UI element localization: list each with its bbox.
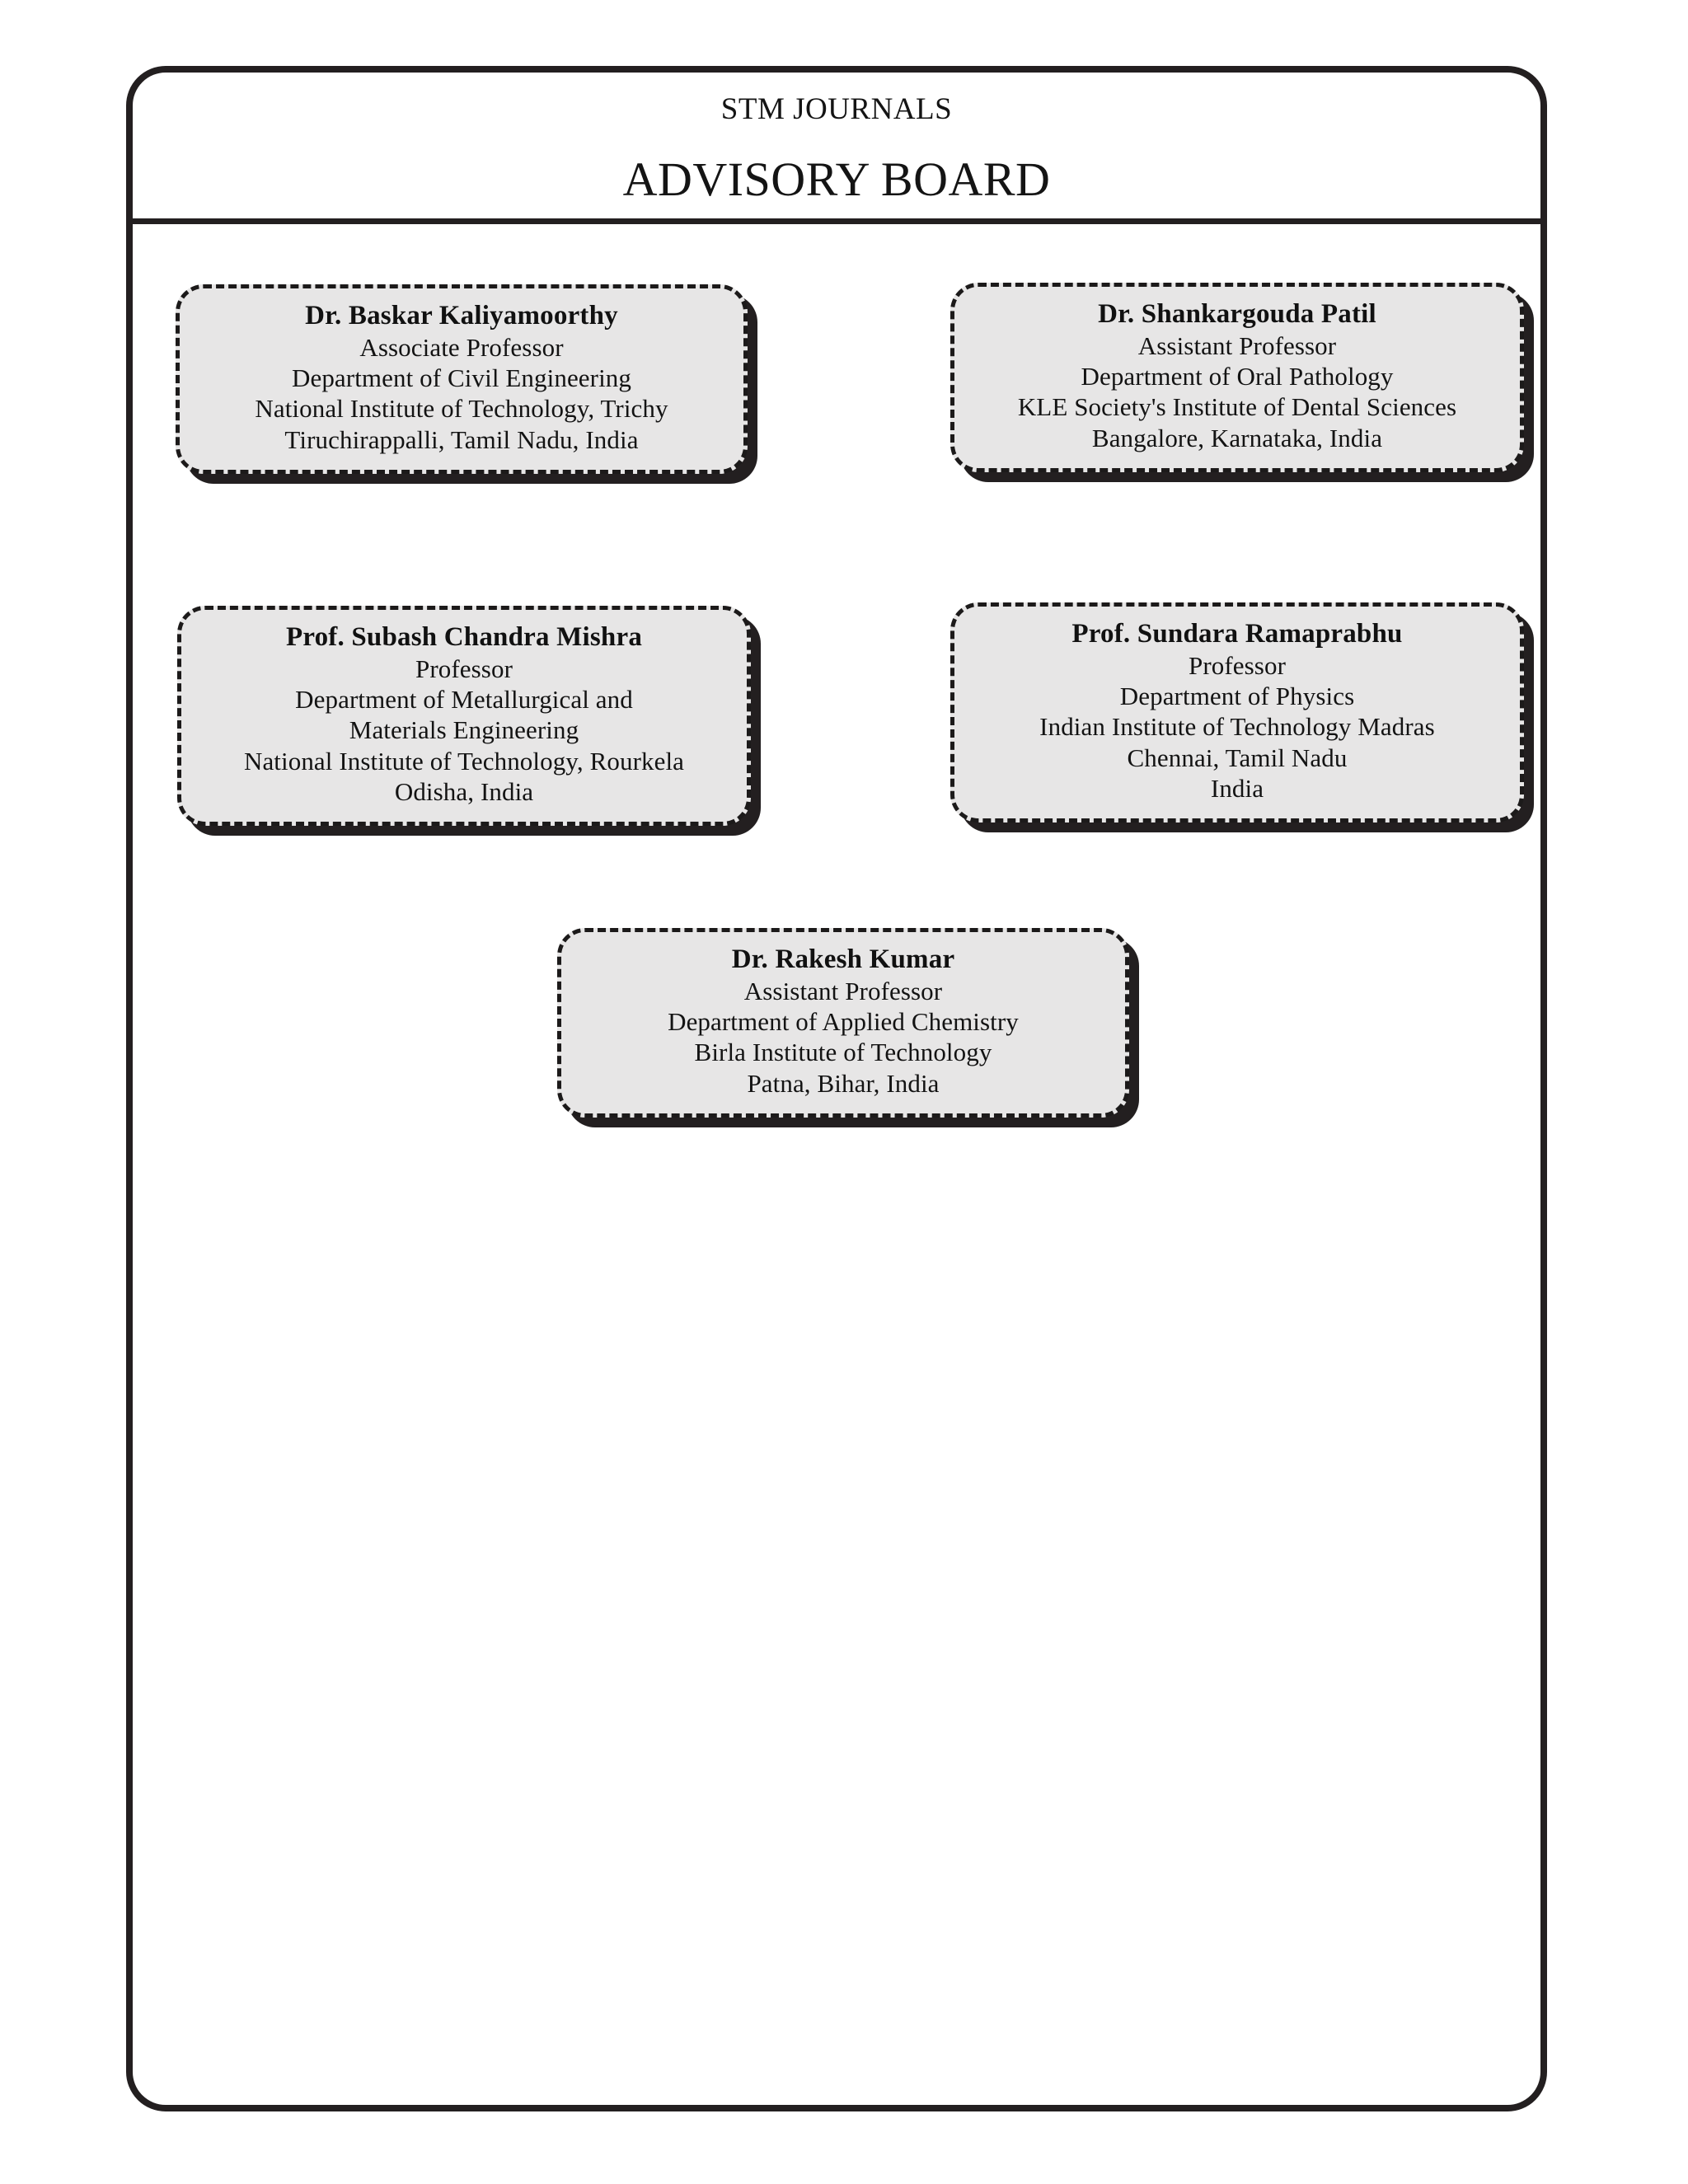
member-institute: National Institute of Technology, Rourke… — [243, 746, 685, 776]
member-department-cont: Materials Engineering — [349, 715, 579, 745]
page-frame: STM JOURNALS ADVISORY BOARD Dr. Baskar K… — [126, 66, 1547, 2111]
member-institute: Birla Institute of Technology — [694, 1038, 992, 1067]
member-designation: Professor — [415, 654, 513, 683]
member-institute: National Institute of Technology, Trichy — [255, 394, 668, 424]
member-name: Prof. Subash Chandra Mishra — [285, 622, 643, 652]
header-divider — [126, 218, 1547, 224]
member-department: Department of Metallurgical and — [295, 685, 633, 715]
member-department: Department of Applied Chemistry — [668, 1007, 1019, 1037]
member-designation: Assistant Professor — [1137, 330, 1337, 360]
member-department: Department of Oral Pathology — [1081, 362, 1394, 391]
member-department: Department of Physics — [1119, 682, 1355, 711]
page-header: STM JOURNALS ADVISORY BOARD — [133, 73, 1540, 215]
advisory-board-member-card: Dr. Rakesh Kumar Assistant Professor Dep… — [557, 928, 1129, 1118]
masthead-title: STM JOURNALS — [720, 92, 953, 126]
member-designation: Assistant Professor — [743, 976, 943, 1005]
member-location: Odisha, India — [394, 776, 534, 806]
advisory-board-member-card: Prof. Subash Chandra Mishra Professor De… — [177, 606, 751, 826]
member-institute: KLE Society's Institute of Dental Scienc… — [1017, 392, 1457, 422]
member-country: India — [1210, 773, 1264, 803]
member-name: Dr. Baskar Kaliyamoorthy — [305, 301, 618, 330]
member-designation: Associate Professor — [359, 332, 564, 362]
member-name: Prof. Sundara Ramaprabhu — [1071, 619, 1403, 649]
member-location: Chennai, Tamil Nadu — [1127, 743, 1348, 772]
member-designation: Professor — [1189, 650, 1286, 680]
member-name: Dr. Rakesh Kumar — [731, 944, 955, 974]
member-name: Dr. Shankargouda Patil — [1098, 299, 1376, 329]
advisory-board-grid: Dr. Baskar Kaliyamoorthy Associate Profe… — [133, 237, 1540, 2108]
member-location: Tiruchirappalli, Tamil Nadu, India — [284, 424, 639, 454]
page-title: ADVISORY BOARD — [622, 152, 1051, 206]
member-department: Department of Civil Engineering — [291, 363, 632, 393]
advisory-board-member-card: Prof. Sundara Ramaprabhu Professor Depar… — [950, 602, 1524, 823]
member-location: Bangalore, Karnataka, India — [1091, 423, 1383, 452]
member-institute: Indian Institute of Technology Madras — [1039, 712, 1435, 742]
advisory-board-member-card: Dr. Shankargouda Patil Assistant Profess… — [950, 283, 1524, 472]
member-location: Patna, Bihar, India — [747, 1068, 940, 1098]
advisory-board-member-card: Dr. Baskar Kaliyamoorthy Associate Profe… — [176, 284, 748, 474]
